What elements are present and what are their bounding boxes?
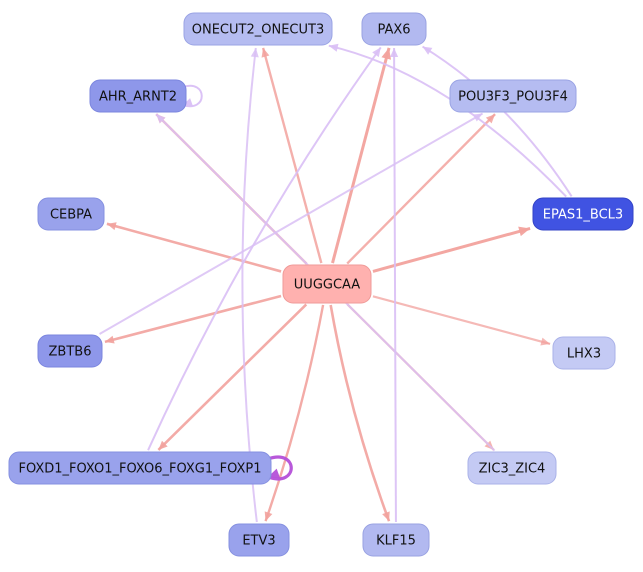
edge-UUGGCAA-to-EPAS1_BCL3 [372, 226, 531, 273]
node-label: EPAS1_BCL3 [543, 208, 623, 223]
node-ZIC3_ZIC4[interactable]: ZIC3_ZIC4 [467, 451, 557, 485]
node-label: UUGGCAA [294, 278, 361, 293]
node-shape[interactable] [361, 12, 427, 46]
node-label: AHR_ARNT2 [99, 90, 177, 105]
node-label: POU3F3_POU3F4 [458, 90, 568, 105]
edge-UUGGCAA-to-CEBPA [106, 222, 282, 273]
node-label: ZIC3_ZIC4 [479, 462, 546, 477]
node-label: LHX3 [567, 347, 601, 362]
node-label: FOXD1_FOXO1_FOXO6_FOXG1_FOXP1 [18, 462, 261, 477]
node-ZBTB6[interactable]: ZBTB6 [37, 334, 103, 368]
edge-EPAS1_BCL3-to-ONECUT2_ONECUT3 [328, 43, 567, 198]
edge-UUGGCAA-to-PAX6 [331, 47, 392, 264]
node-shape[interactable] [228, 523, 290, 557]
edge-UUGGCAA-to-FOXD1_FOXO1_FOXO6_FOXG1_FOXP1 [157, 303, 308, 451]
node-label: KLF15 [376, 534, 416, 549]
node-FOXD1_FOXO1_FOXO6_FOXG1_FOXP1[interactable]: FOXD1_FOXO1_FOXO6_FOXG1_FOXP1 [8, 451, 272, 485]
edge-UUGGCAA-to-LHX3 [372, 295, 551, 346]
edge-layer [99, 43, 573, 523]
node-shape[interactable] [449, 79, 577, 113]
edge-ETV3-to-ONECUT2_ONECUT3 [241, 47, 259, 523]
edge-UUGGCAA-to-ETV3 [264, 304, 325, 522]
node-EPAS1_BCL3[interactable]: EPAS1_BCL3 [532, 197, 634, 231]
node-label: ZBTB6 [49, 345, 92, 360]
edge-KLF15-to-PAX6 [390, 47, 399, 523]
node-label: PAX6 [377, 23, 410, 38]
node-label: ETV3 [242, 534, 275, 549]
node-shape[interactable] [37, 197, 105, 231]
edge-EPAS1_BCL3-to-PAX6 [422, 45, 573, 197]
node-shape[interactable] [89, 79, 187, 113]
node-shape[interactable] [467, 451, 557, 485]
node-LHX3[interactable]: LHX3 [552, 336, 616, 370]
edge-UUGGCAA-to-ONECUT2_ONECUT3 [261, 47, 323, 264]
edge-UUGGCAA-to-POU3F3_POU3F4 [346, 113, 496, 265]
node-PAX6[interactable]: PAX6 [361, 12, 427, 46]
node-shape[interactable] [552, 336, 616, 370]
node-ONECUT2_ONECUT3[interactable]: ONECUT2_ONECUT3 [183, 12, 333, 46]
node-shape[interactable] [37, 334, 103, 368]
node-label: CEBPA [50, 208, 92, 223]
node-POU3F3_POU3F4[interactable]: POU3F3_POU3F4 [449, 79, 577, 113]
node-shape[interactable] [532, 197, 634, 231]
edge-UUGGCAA-to-KLF15 [329, 304, 391, 522]
node-shape[interactable] [183, 12, 333, 46]
node-shape[interactable] [8, 451, 272, 485]
edge-ZBTB6-to-POU3F3_POU3F4 [99, 112, 484, 335]
edge-UUGGCAA-to-ZBTB6 [104, 294, 282, 344]
node-shape[interactable] [282, 264, 372, 304]
node-CEBPA[interactable]: CEBPA [37, 197, 105, 231]
node-ETV3[interactable]: ETV3 [228, 523, 290, 557]
node-label: ONECUT2_ONECUT3 [192, 23, 324, 38]
node-shape[interactable] [362, 523, 430, 557]
node-KLF15[interactable]: KLF15 [362, 523, 430, 557]
node-AHR_ARNT2[interactable]: AHR_ARNT2 [89, 79, 187, 113]
node-UUGGCAA[interactable]: UUGGCAA [282, 264, 372, 304]
edge-FOXD1_FOXO1_FOXO6_FOXG1_FOXP1-to-PAX6 [147, 46, 382, 451]
